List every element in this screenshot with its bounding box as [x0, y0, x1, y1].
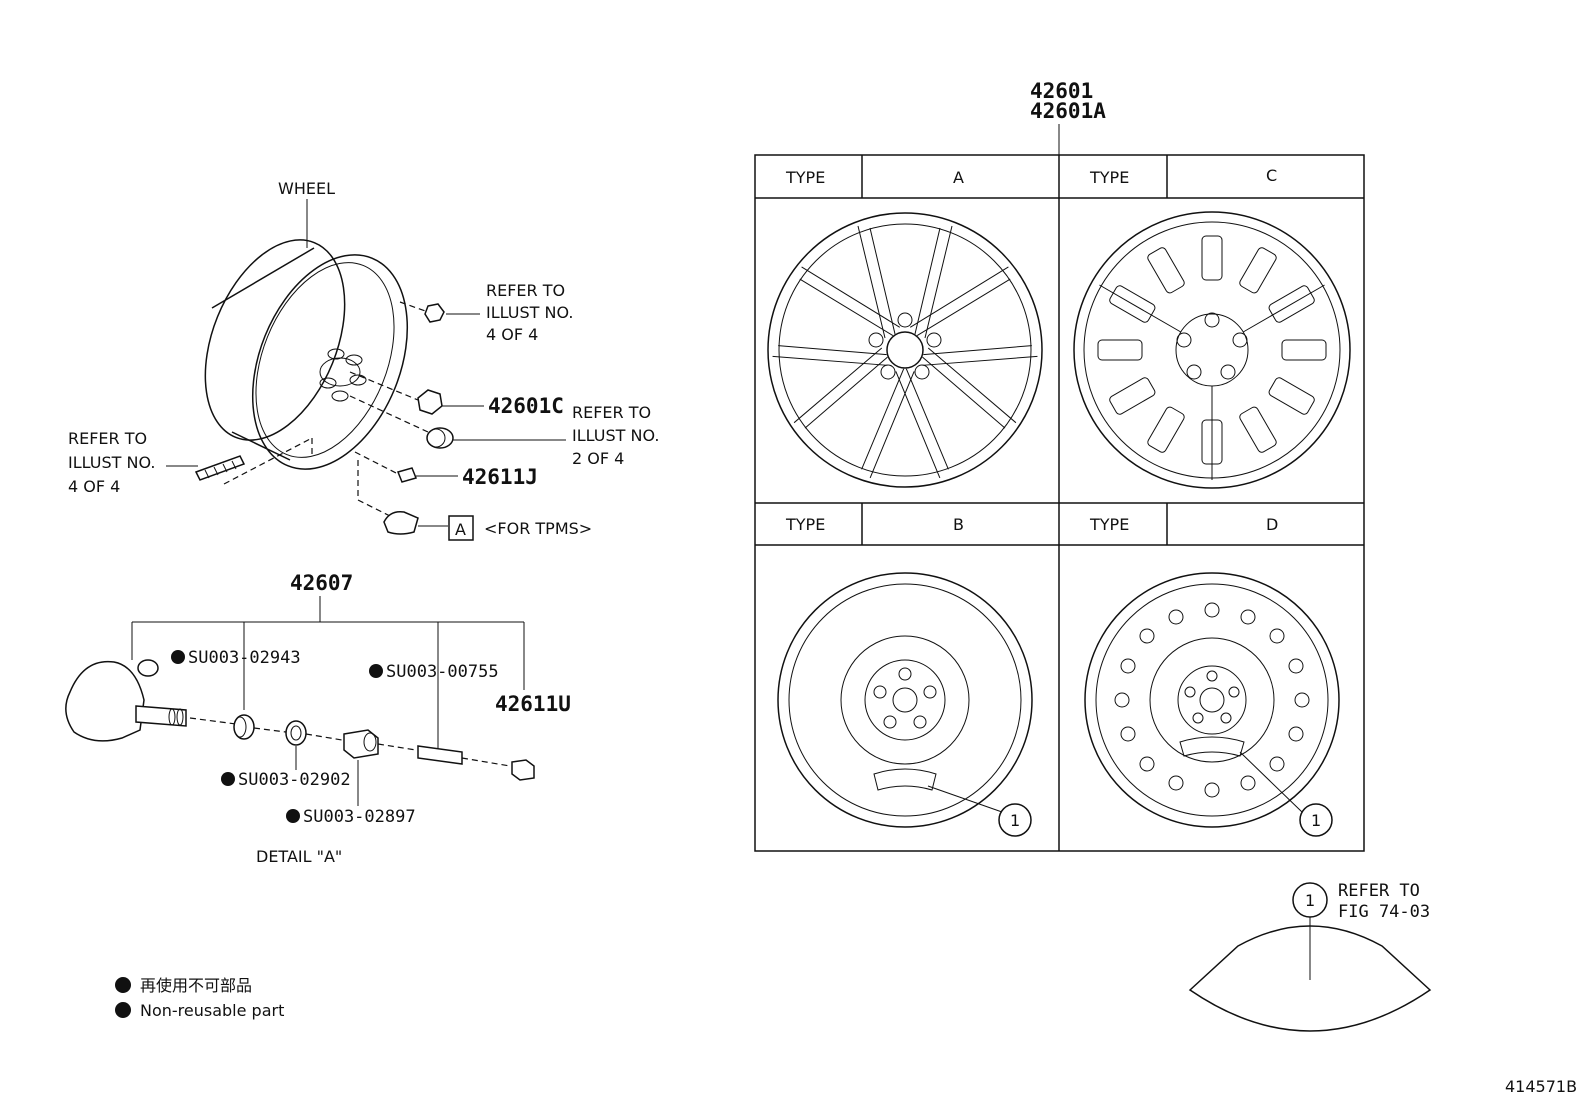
detail-caption: DETAIL "A"	[256, 847, 342, 866]
part-42611u: 42611U	[495, 692, 571, 716]
type-c: C	[1266, 166, 1277, 185]
tpms-sensor-icon	[383, 510, 419, 535]
part-su003-00755: SU003-00755	[386, 662, 499, 682]
tpms-detail: 42607 SU003-02943 SU003-02902 SU003-02	[65, 571, 571, 866]
part-42611j: 42611J	[462, 465, 538, 489]
svg-text:ILLUST NO.: ILLUST NO.	[486, 303, 573, 322]
type-d: D	[1266, 515, 1278, 534]
svg-text:FIG 74-03: FIG 74-03	[1338, 902, 1430, 922]
svg-text:1: 1	[1305, 891, 1315, 910]
svg-text:TYPE: TYPE	[1089, 515, 1129, 534]
svg-text:REFER TO: REFER TO	[486, 281, 565, 300]
type-header: TYPE	[785, 168, 825, 187]
svg-text:A: A	[455, 520, 466, 539]
svg-text:REFER TO: REFER TO	[68, 429, 147, 448]
wheel-assembly: WHEEL REFER TO ILLUST NO. 4 OF 4 42601C	[68, 179, 659, 541]
part-su003-02897: SU003-02897	[303, 807, 416, 827]
washer-icon	[285, 720, 307, 746]
label-sticker-icon	[1188, 925, 1432, 1032]
part-42601: 42601	[1030, 79, 1093, 103]
svg-text:TYPE: TYPE	[1089, 168, 1129, 187]
detail-a-box	[448, 515, 474, 541]
svg-text:4 OF 4: 4 OF 4	[486, 325, 538, 344]
hub-bolt-holes	[319, 348, 367, 402]
valve-cap-icon	[511, 759, 535, 781]
part-su003-02902: SU003-02902	[238, 770, 351, 790]
svg-text:1: 1	[1311, 811, 1321, 830]
tpms-sensor-body-icon	[65, 660, 145, 742]
type-a: A	[953, 168, 964, 187]
for-tpms-label: <FOR TPMS>	[484, 519, 592, 538]
type-table: 42601 42601A TYPE A TYPE C TYPE B TYPE D	[754, 79, 1365, 852]
valve-stem-icon	[396, 467, 418, 483]
wheel-type-a-icon	[767, 212, 1043, 488]
wheel-label: WHEEL	[278, 179, 335, 198]
part-42607: 42607	[290, 571, 353, 595]
callout-legend: 1 REFER TO FIG 74-03	[1188, 881, 1432, 1032]
legend: 再使用不可部品 Non-reusable part	[115, 976, 284, 1020]
part-42601c: 42601C	[488, 394, 564, 418]
legend-dot-icon	[115, 977, 131, 993]
svg-text:ILLUST NO.: ILLUST NO.	[68, 453, 155, 472]
callout-b	[998, 803, 1032, 837]
part-su003-02943: SU003-02943	[188, 648, 301, 668]
svg-text:REFER TO: REFER TO	[572, 403, 651, 422]
legend-en: Non-reusable part	[140, 1001, 284, 1020]
legend-jp: 再使用不可部品	[140, 976, 252, 995]
type-b: B	[953, 515, 964, 534]
svg-text:TYPE: TYPE	[785, 515, 825, 534]
valve-core-icon	[417, 745, 463, 765]
diagram-code: 414571B	[1505, 1077, 1577, 1096]
balance-weight-icon	[194, 455, 246, 481]
svg-text:1: 1	[1010, 811, 1020, 830]
svg-text:2 OF 4: 2 OF 4	[572, 449, 624, 468]
svg-text:4 OF 4: 4 OF 4	[68, 477, 120, 496]
lug-nut-icon	[424, 303, 445, 323]
wheel-type-b-icon: 1	[777, 572, 1033, 837]
wheel-type-c-icon	[1073, 211, 1351, 489]
svg-text:ILLUST NO.: ILLUST NO.	[572, 426, 659, 445]
hub-nut-icon	[417, 389, 443, 415]
part-42601a: 42601A	[1030, 99, 1106, 123]
svg-text:REFER TO: REFER TO	[1338, 881, 1420, 901]
wheel-type-d-icon: 1	[1084, 572, 1340, 837]
callout-d	[1299, 803, 1333, 837]
